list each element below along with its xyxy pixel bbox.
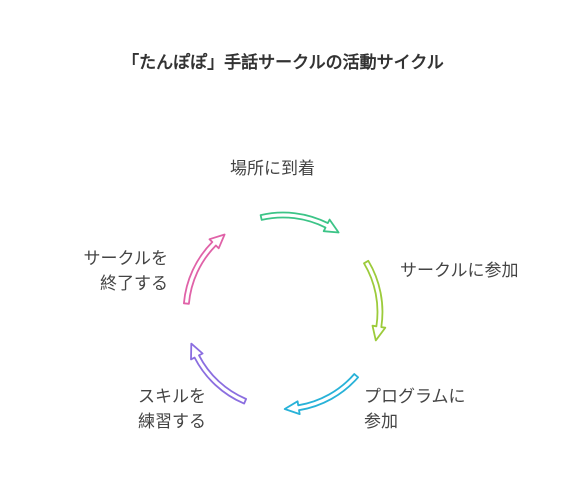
step-label-program: プログラムに 参加 [364,385,466,435]
step-label-join: サークルに参加 [400,259,519,284]
step-label-line: 終了する [100,274,168,294]
arrow-finish-to-arrive [183,233,226,305]
step-label-line: スキルを [138,387,206,407]
step-label-arrive: 場所に到着 [230,157,315,182]
arrow-program-to-practice [283,373,359,415]
arrow-join-to-program [363,259,387,342]
arrow-arrive-to-join [259,211,340,234]
diagram-title: 「たんぽぽ」手話サークルの活動サイクル [122,53,444,73]
arrow-practice-to-finish [190,342,247,405]
step-label-line: サークルを [83,249,169,269]
step-label-line: 場所に到着 [230,159,315,179]
step-label-line: 練習する [138,412,206,432]
step-label-line: 参加 [364,412,398,432]
step-label-line: プログラムに [364,387,466,407]
step-label-practice: スキルを 練習する [96,385,206,435]
step-label-finish: サークルを 終了する [56,247,169,297]
step-label-line: サークルに参加 [400,261,519,281]
